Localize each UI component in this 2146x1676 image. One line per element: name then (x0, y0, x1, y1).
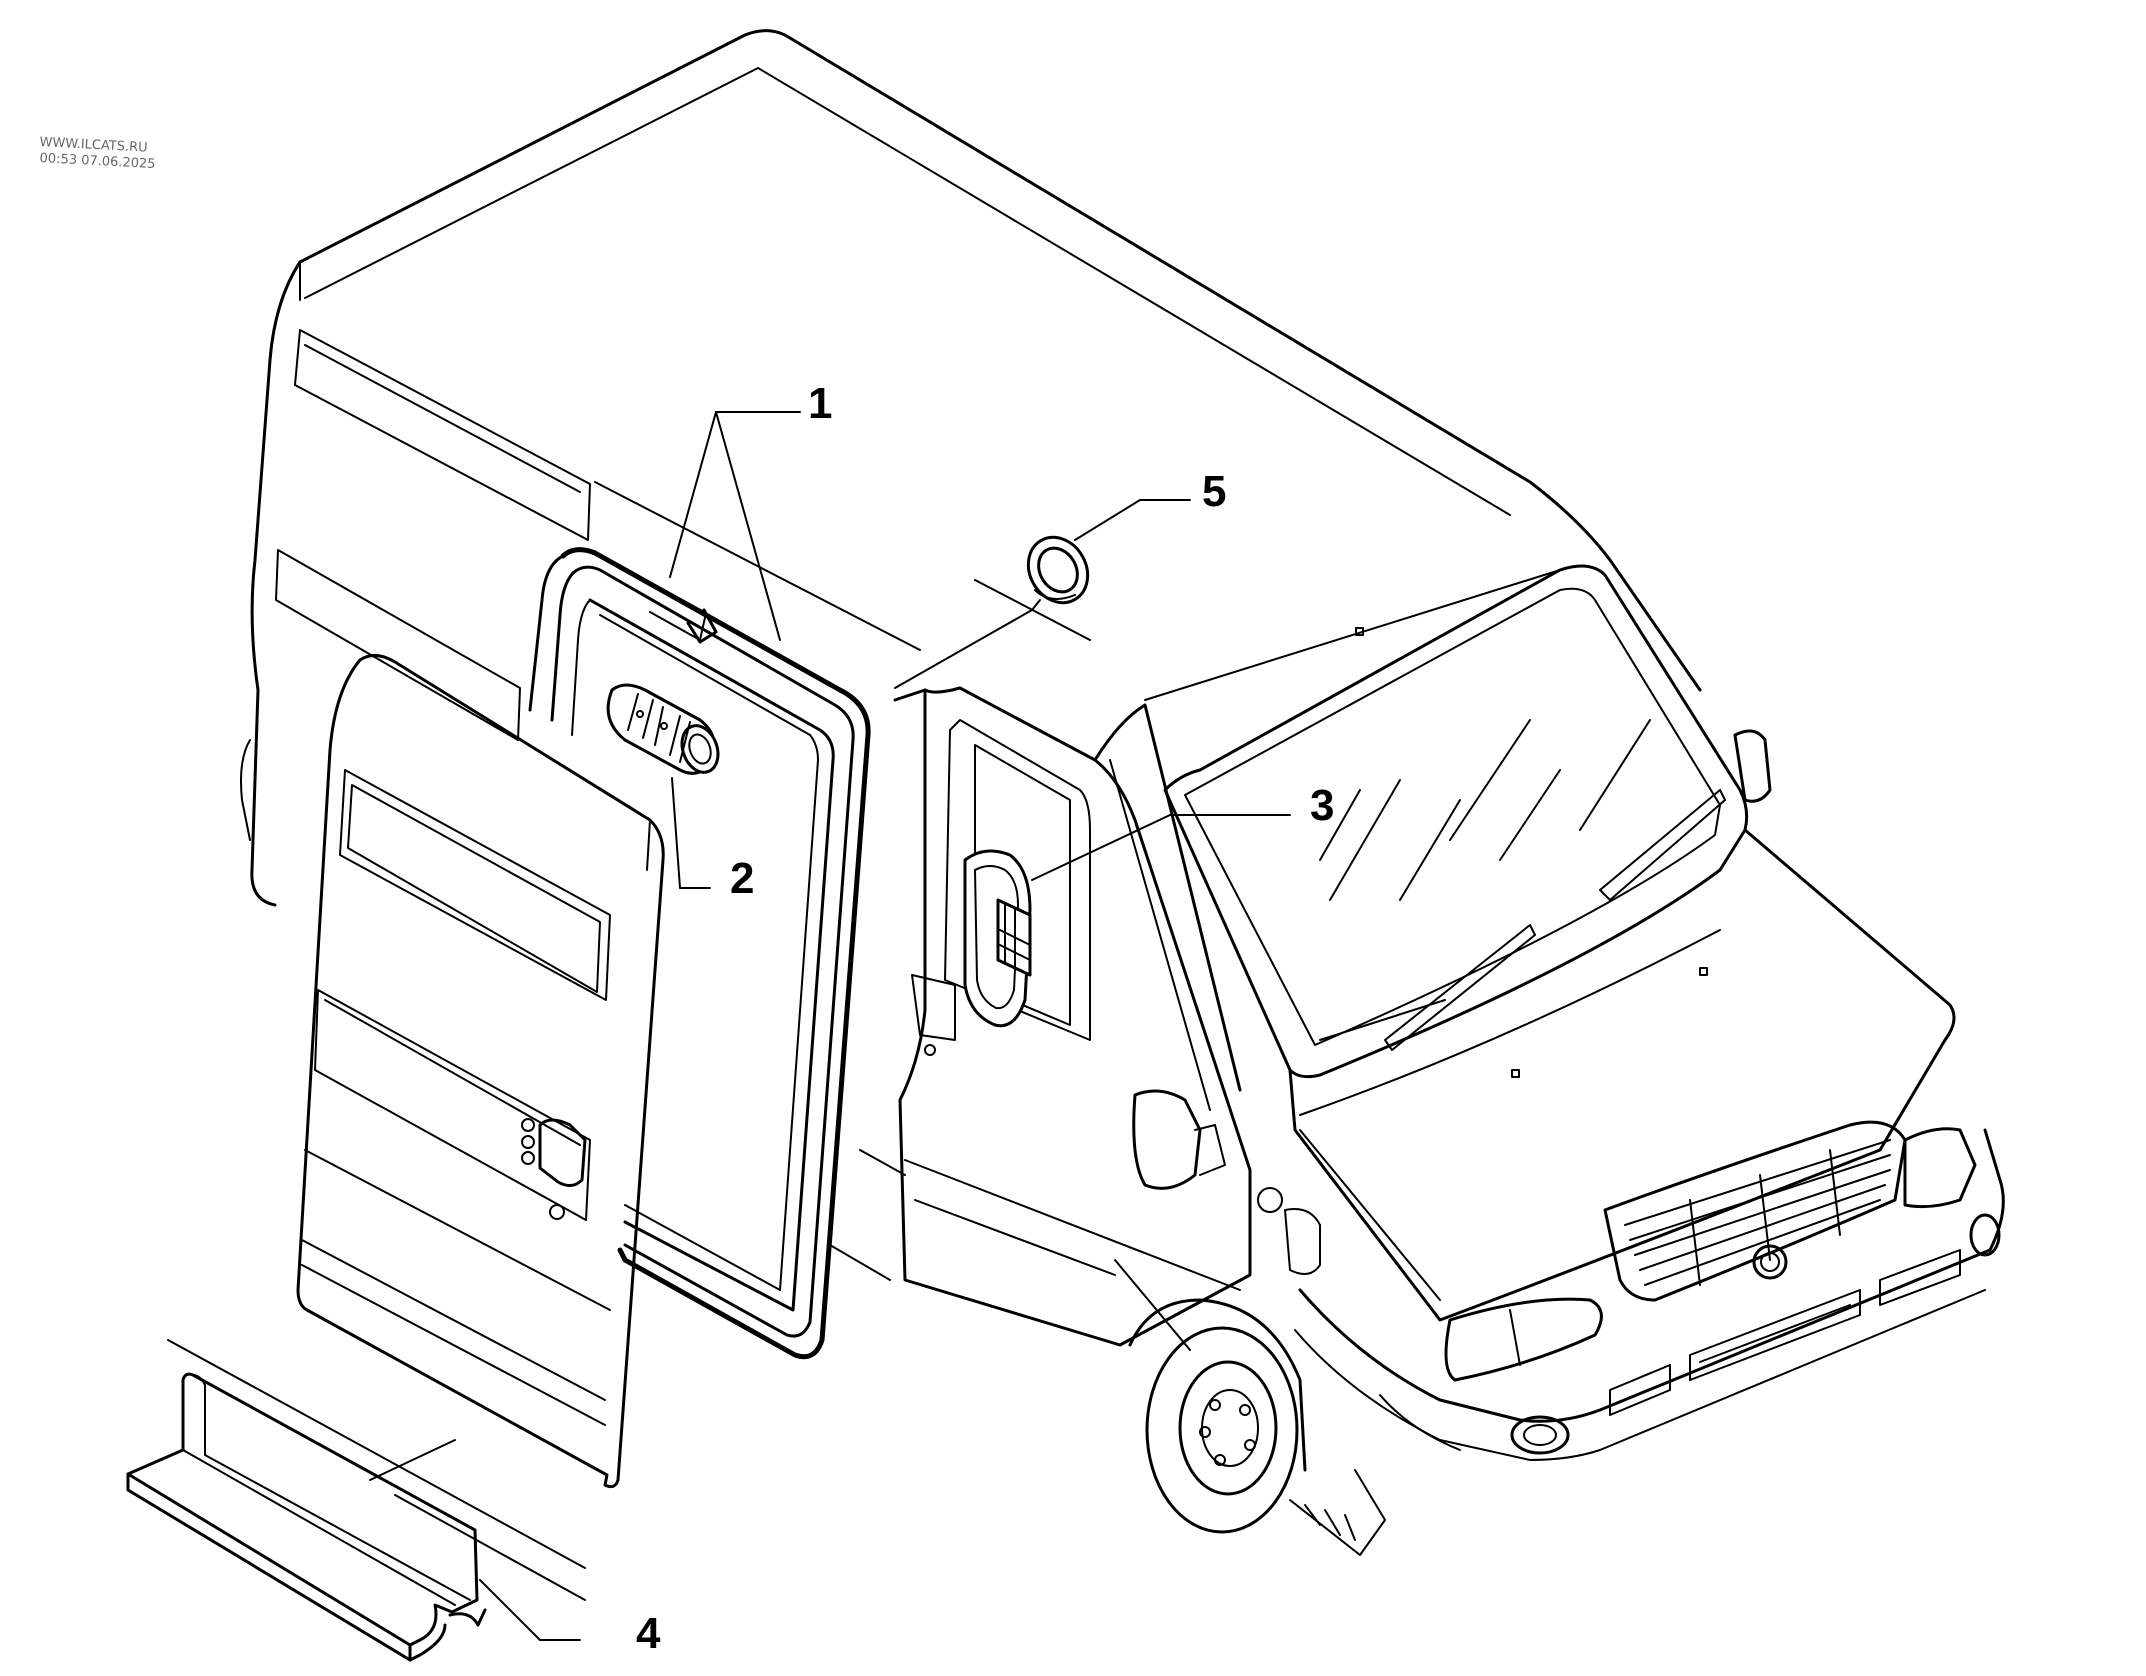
leader-2 (671, 777, 711, 889)
van-body (240, 29, 2005, 1556)
callout-1: 1 (808, 379, 832, 428)
guide-lines (167, 579, 1091, 1601)
callout-2: 2 (730, 854, 754, 903)
leader-5 (1074, 499, 1191, 541)
front-grille (1603, 1120, 1907, 1302)
leader-1 (669, 411, 801, 578)
van-roof (298, 29, 1702, 692)
leader-4 (479, 1579, 581, 1641)
front-bumper (1298, 1128, 2005, 1423)
grommet (1026, 535, 1090, 605)
door-roller (606, 683, 720, 775)
windshield (1163, 564, 1749, 1079)
hood (1288, 828, 1956, 1322)
badge (1752, 1244, 1788, 1280)
door-handle-recess (538, 1118, 587, 1187)
callout-5: 5 (1202, 467, 1226, 516)
headlight-left (1444, 1297, 1603, 1382)
front-wheel (1145, 1326, 1299, 1534)
fog-light-left (1510, 1415, 1570, 1455)
callout-4: 4 (636, 1609, 661, 1658)
sliding-door-panel (296, 654, 665, 1489)
cab-door (898, 686, 1252, 1347)
headlight-right (1903, 1127, 1977, 1209)
side-mirror (1132, 1089, 1202, 1190)
leader-lines (479, 411, 1291, 1641)
leader-3 (1031, 814, 1291, 881)
door-seal-frame (528, 547, 871, 1360)
door-handle (963, 849, 1032, 1028)
callout-3: 3 (1310, 781, 1334, 830)
sill-trim (126, 1372, 487, 1662)
